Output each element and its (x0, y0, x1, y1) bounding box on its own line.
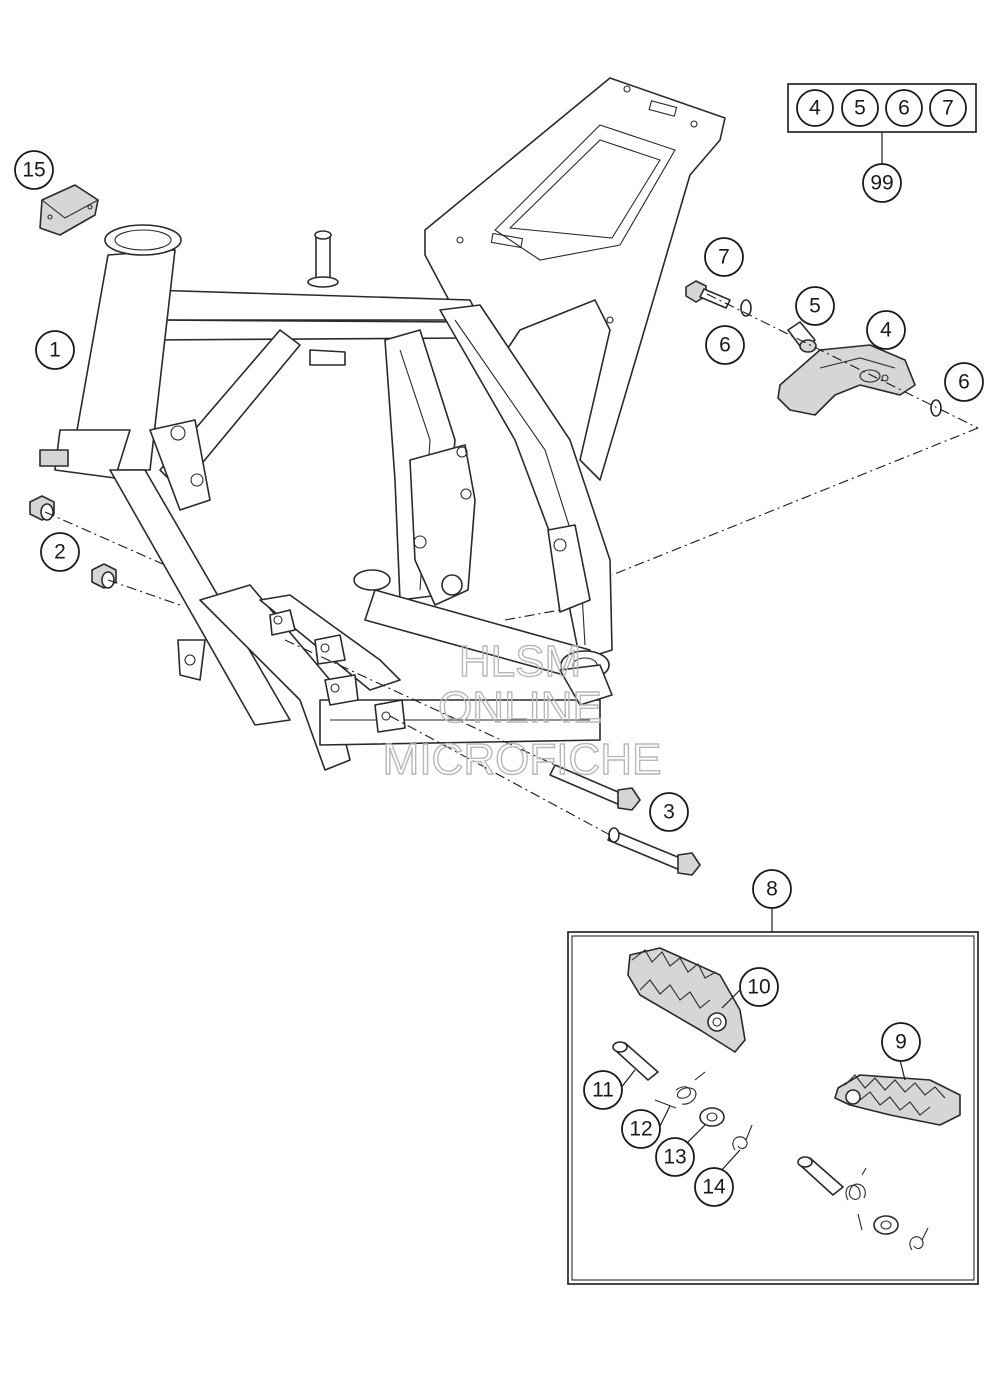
callout-99[interactable]: 99 (862, 163, 902, 203)
part-14-clip[interactable] (732, 1124, 753, 1151)
callout-10[interactable]: 10 (739, 967, 779, 1007)
callout-6-left[interactable]: 6 (705, 325, 745, 365)
svg-text:6: 6 (958, 371, 970, 394)
svg-text:HLSM: HLSM (459, 637, 581, 686)
svg-text:10: 10 (747, 976, 770, 999)
part-13-washer[interactable] (699, 1107, 725, 1127)
callout-9[interactable]: 9 (881, 1022, 921, 1062)
callout-1[interactable]: 1 (35, 330, 75, 370)
callout-13[interactable]: 13 (655, 1137, 695, 1177)
part-3-bolt-lower[interactable] (607, 827, 701, 876)
part-2-nut-upper[interactable] (29, 495, 55, 521)
callout-15[interactable]: 15 (14, 150, 54, 190)
part-15-cap[interactable] (39, 184, 100, 236)
callout-8[interactable]: 8 (752, 869, 792, 909)
callout-14[interactable]: 14 (694, 1167, 734, 1207)
callout-5[interactable]: 5 (795, 286, 835, 326)
svg-text:9: 9 (895, 1031, 907, 1054)
svg-text:1: 1 (49, 339, 61, 362)
part-2-nut-lower[interactable] (91, 563, 117, 589)
watermark: HLSM ONLINE MICROFICHE (382, 636, 662, 784)
kit-item-6[interactable]: 6 (885, 89, 923, 127)
svg-text:2: 2 (54, 541, 66, 564)
callout-11[interactable]: 11 (583, 1070, 623, 1110)
svg-text:13: 13 (663, 1146, 686, 1169)
callout-4[interactable]: 4 (866, 310, 906, 350)
part-6-washer-right[interactable] (930, 399, 942, 417)
part-11-pin[interactable] (612, 1041, 659, 1081)
leader-lines (44, 293, 979, 1173)
part-10-footpeg[interactable] (627, 947, 746, 1053)
kit-box: 4 5 6 7 99 (787, 83, 977, 203)
callout-2[interactable]: 2 (40, 532, 80, 572)
svg-text:5: 5 (809, 295, 821, 318)
part-5-bushing[interactable] (787, 321, 817, 353)
svg-text:6: 6 (898, 97, 910, 120)
svg-text:MICROFICHE: MICROFICHE (383, 735, 662, 784)
svg-text:12: 12 (629, 1118, 652, 1141)
kit-item-7[interactable]: 7 (929, 89, 967, 127)
part-13-washer-second[interactable] (873, 1215, 899, 1235)
callout-12[interactable]: 12 (621, 1109, 661, 1149)
svg-text:ONLINE: ONLINE (438, 683, 602, 732)
svg-text:6: 6 (719, 334, 731, 357)
svg-text:14: 14 (702, 1176, 726, 1199)
part-9-footpeg[interactable] (834, 1074, 961, 1126)
footpeg-kit-box (567, 931, 979, 1285)
svg-text:7: 7 (942, 97, 954, 120)
svg-text:15: 15 (22, 159, 45, 182)
kit-item-4[interactable]: 4 (796, 89, 834, 127)
part-14-clip-second[interactable] (909, 1227, 929, 1251)
kit-item-5[interactable]: 5 (841, 89, 879, 127)
svg-text:4: 4 (809, 97, 821, 120)
svg-text:99: 99 (870, 172, 893, 195)
part-12-spring-second[interactable] (845, 1167, 867, 1231)
callout-7[interactable]: 7 (704, 237, 744, 277)
svg-text:11: 11 (592, 1079, 614, 1102)
part-11-pin-second[interactable] (797, 1156, 844, 1196)
svg-text:8: 8 (766, 878, 778, 901)
callout-6-right[interactable]: 6 (944, 362, 984, 402)
svg-text:7: 7 (718, 246, 730, 269)
svg-text:5: 5 (854, 97, 866, 120)
frame-part[interactable] (39, 77, 726, 771)
callout-3[interactable]: 3 (649, 792, 689, 832)
svg-text:4: 4 (880, 319, 892, 342)
part-4-bracket[interactable] (777, 344, 916, 416)
part-12-spring[interactable] (654, 1071, 706, 1109)
part-3-bolt-upper[interactable] (549, 764, 641, 811)
svg-text:3: 3 (663, 801, 675, 824)
